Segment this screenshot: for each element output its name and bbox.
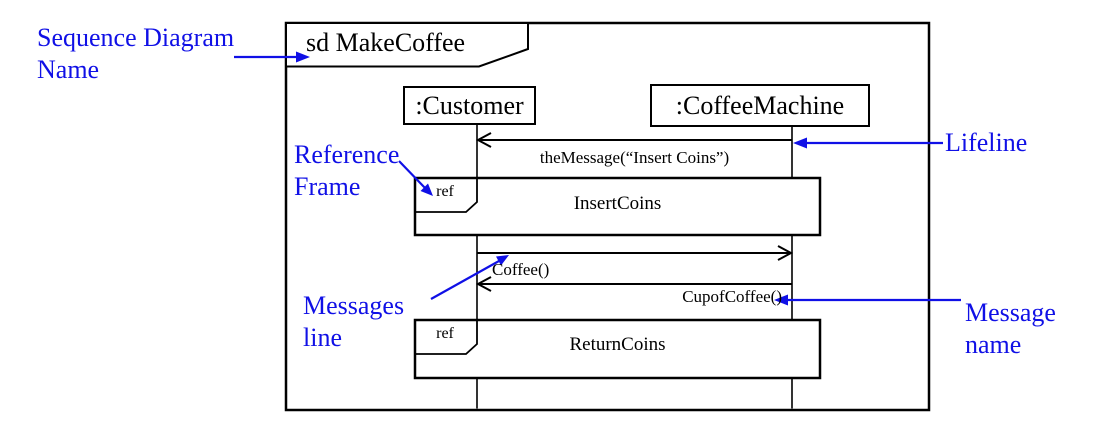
sequence-diagram-name-arrowhead — [296, 51, 310, 63]
frame-title: sd MakeCoffee — [306, 28, 466, 57]
annotation-sequence-diagram-name-line1: Sequence Diagram — [37, 23, 235, 52]
message-name-arrowhead — [774, 294, 788, 306]
annotation-reference-frame-line1: Reference — [294, 140, 400, 169]
message-label-coffee: Coffee() — [492, 260, 550, 279]
annotation-messages-line-line2: line — [303, 323, 342, 352]
annotation-reference-frame: Reference Frame — [294, 139, 399, 203]
reference-frame-arrowhead — [420, 183, 433, 196]
ref-keyword-insertcoins: ref — [436, 183, 454, 200]
ref-label-insertcoins: InsertCoins — [573, 193, 662, 214]
reference-frame-arrow — [398, 160, 427, 190]
ref-frame-insertcoins-border — [413, 176, 822, 237]
interaction-frame-border — [284, 21, 931, 412]
message-label-theMessage: theMessage(“Insert Coins”) — [539, 148, 730, 167]
message-arrowhead-theMessage — [475, 132, 492, 148]
ref-frame-insertcoins-tab — [416, 179, 478, 213]
ref-frame-returncoins-tab — [416, 321, 478, 355]
annotation-messages-line-line1: Messages — [303, 291, 405, 320]
message-label-cupofcoffee: CupofCoffee() — [682, 287, 782, 306]
annotation-message-name: Message name — [965, 297, 1056, 361]
annotation-message-name-line2: name — [965, 330, 1022, 359]
ref-label-returncoins: ReturnCoins — [569, 334, 666, 355]
annotation-messages-line: Messages line — [303, 290, 404, 354]
message-arrowhead-cupofcoffee — [475, 276, 492, 292]
annotation-lifeline-line1: Lifeline — [945, 128, 1028, 157]
participant-coffeemachine: :CoffeeMachine — [650, 84, 870, 127]
frame-name-tab — [285, 22, 529, 68]
lifeline-arrowhead — [793, 137, 807, 149]
message-arrowhead-coffee — [777, 245, 794, 261]
ref-frame-returncoins-border — [413, 318, 822, 380]
annotation-reference-frame-line2: Frame — [294, 172, 361, 201]
annotation-arrows — [234, 51, 961, 306]
ref-keyword-returncoins: ref — [436, 325, 454, 342]
annotation-sequence-diagram-name: Sequence Diagram Name — [37, 22, 234, 86]
participant-customer: :Customer — [403, 86, 536, 125]
annotation-lifeline: Lifeline — [945, 127, 1027, 159]
messages-line-arrow — [430, 260, 500, 300]
annotation-message-name-line1: Message — [965, 298, 1056, 327]
annotation-sequence-diagram-name-line2: Name — [37, 55, 100, 84]
messages-line-arrowhead — [496, 255, 509, 266]
